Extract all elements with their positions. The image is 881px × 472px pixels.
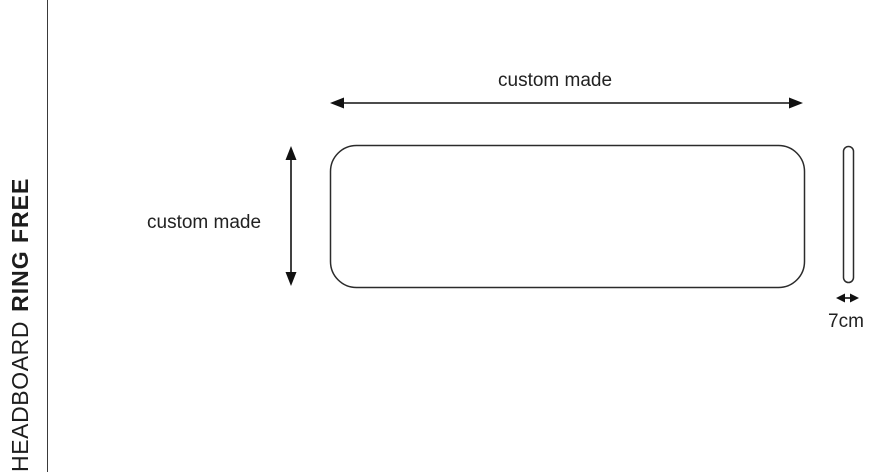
width-dimension-label: custom made (498, 70, 613, 91)
height-dimension-arrow (285, 146, 297, 286)
depth-dimension-arrow (836, 293, 859, 303)
headboard-side-view (842, 145, 855, 284)
width-dimension-arrow (330, 97, 803, 109)
headboard-front-view (329, 144, 806, 289)
vertical-divider (47, 0, 48, 472)
height-dimension-label: custom made (147, 212, 262, 233)
depth-dimension-label: 7cm (828, 311, 864, 332)
